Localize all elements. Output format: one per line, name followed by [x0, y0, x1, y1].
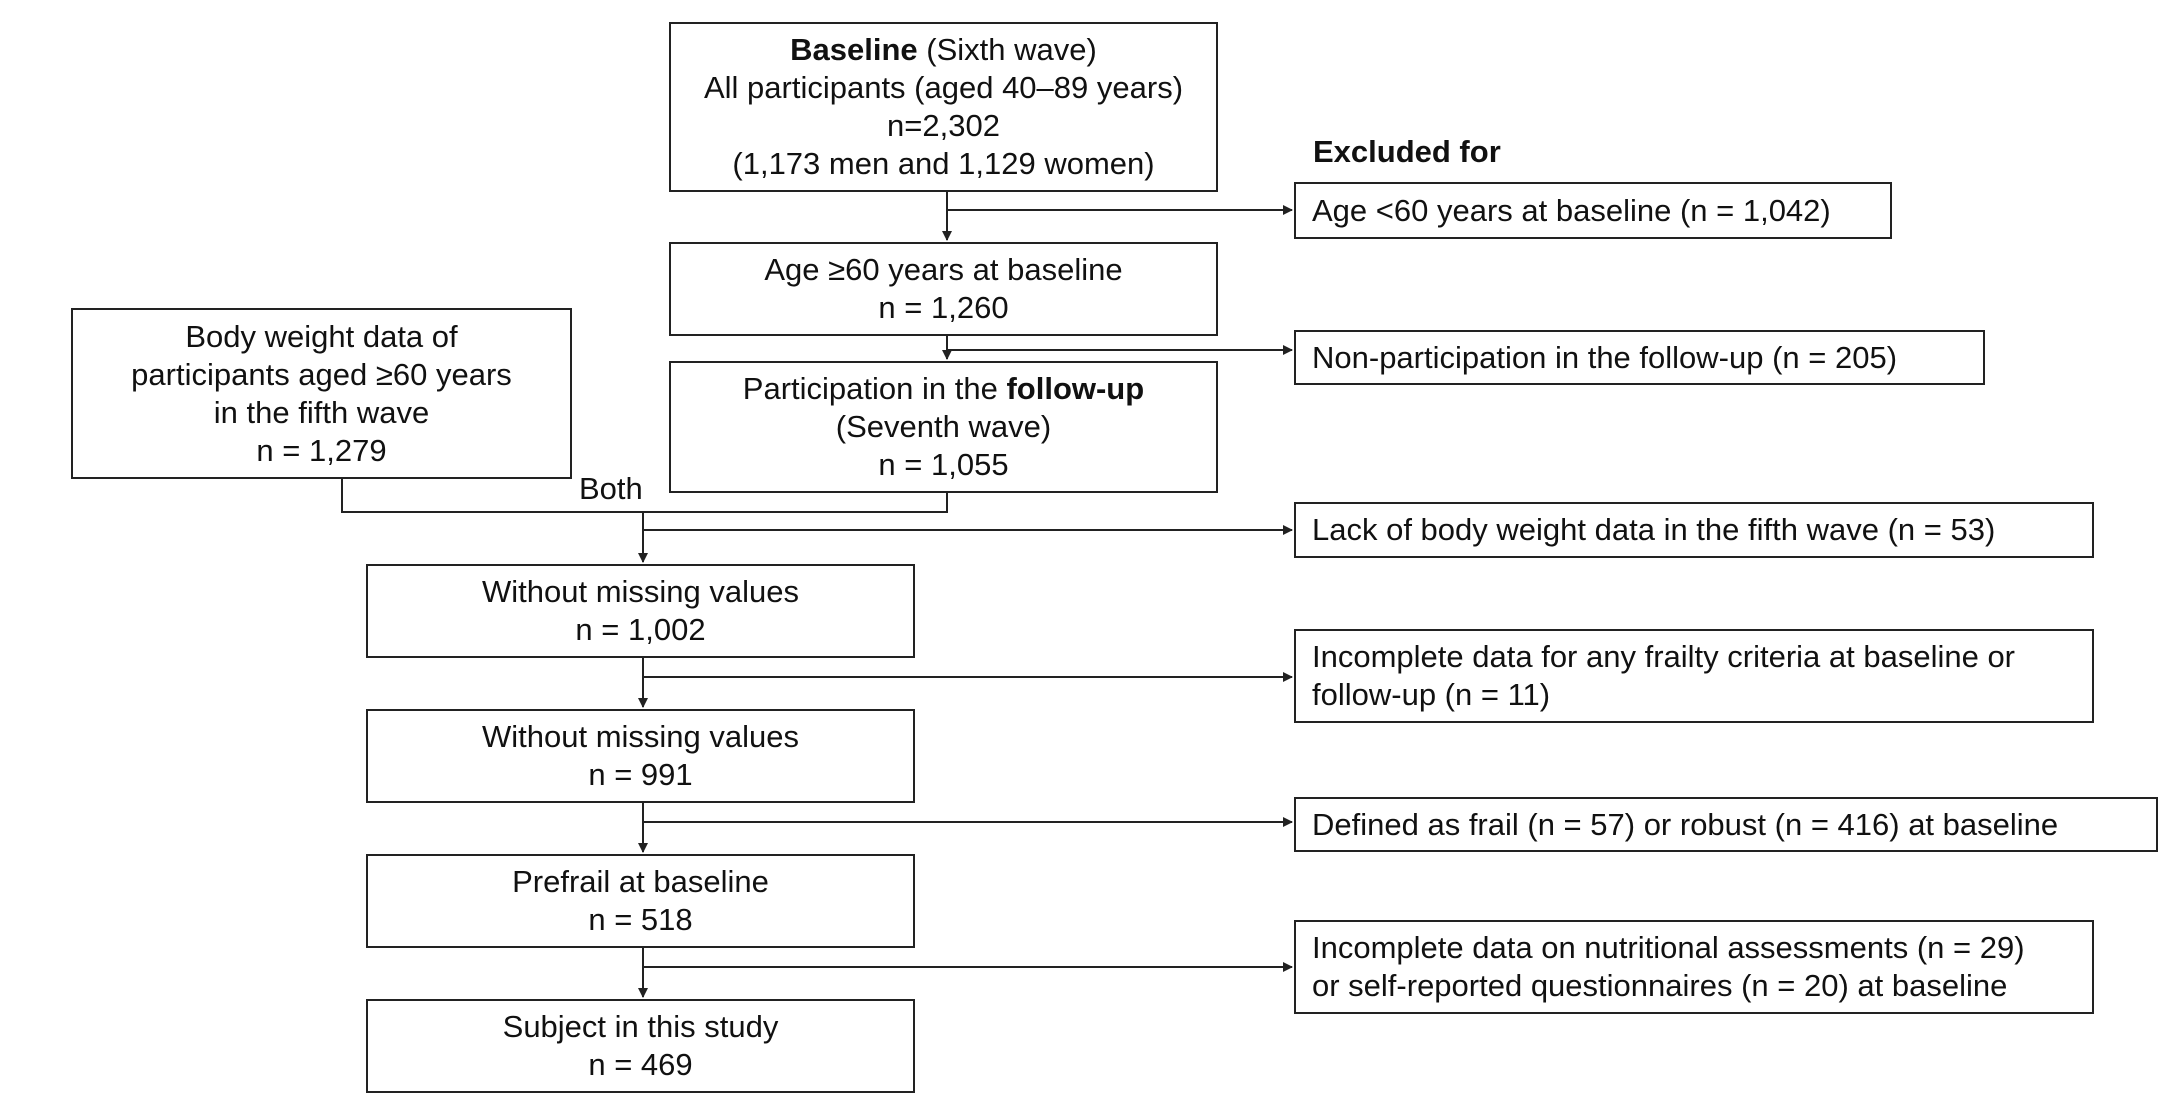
excl-lack-body-weight-text: Lack of body weight data in the fifth wa…	[1312, 512, 1996, 547]
followup-box: Participation in the follow-up (Seventh …	[669, 361, 1218, 493]
excl-incomplete-nutrition-line1: Incomplete data on nutritional assessmen…	[1312, 930, 2025, 965]
without-missing-box-1: Without missing values n = 1,002	[366, 564, 915, 658]
without-missing-1-label: Without missing values	[481, 574, 799, 609]
fifth-wave-line3: in the fifth wave	[213, 394, 430, 430]
excl-age-under-60-box: Age <60 years at baseline (n = 1,042)	[1294, 182, 1892, 239]
baseline-title-rest: (Sixth wave)	[917, 32, 1097, 67]
followup-title: Participation in the follow-up	[743, 370, 1144, 408]
excl-lack-body-weight-box: Lack of body weight data in the fifth wa…	[1294, 502, 2094, 558]
prefrail-count: n = 518	[588, 902, 693, 937]
excl-incomplete-nutrition-line2: or self-reported questionnaires (n = 20)…	[1312, 968, 2008, 1003]
excl-incomplete-nutrition-box: Incomplete data on nutritional assessmen…	[1294, 920, 2094, 1014]
baseline-sex-split: (1,173 men and 1,129 women)	[732, 146, 1155, 181]
excl-frail-robust-text: Defined as frail (n = 57) or robust (n =…	[1312, 806, 2059, 842]
age60-count: n = 1,260	[878, 290, 1009, 325]
excluded-header: Excluded for	[1313, 134, 1501, 169]
baseline-title: Baseline (Sixth wave)	[790, 31, 1097, 69]
followup-title-pre: Participation in the	[742, 371, 1007, 406]
baseline-line2: All participants (aged 40–89 years)	[703, 70, 1184, 105]
fifth-wave-line1: Body weight data of	[185, 318, 458, 354]
subject-box: Subject in this study n = 469	[366, 999, 915, 1093]
followup-count: n = 1,055	[878, 447, 1009, 482]
excl-non-participation-text: Non-participation in the follow-up (n = …	[1312, 339, 1898, 375]
followup-title-bold: follow-up	[1006, 371, 1145, 406]
both-label: Both	[579, 471, 643, 506]
baseline-count: n=2,302	[887, 108, 1000, 143]
fifth-wave-box: Body weight data of participants aged ≥6…	[71, 308, 572, 479]
baseline-box: Baseline (Sixth wave) All participants (…	[669, 22, 1218, 192]
fifth-wave-line2: participants aged ≥60 years	[131, 356, 512, 392]
age60-box: Age ≥60 years at baseline n = 1,260	[669, 242, 1218, 336]
fifth-wave-count: n = 1,279	[256, 432, 387, 468]
subject-count: n = 469	[588, 1047, 693, 1082]
without-missing-1-count: n = 1,002	[575, 612, 706, 647]
both-bracket	[341, 479, 948, 513]
baseline-title-bold: Baseline	[790, 32, 918, 67]
prefrail-box: Prefrail at baseline n = 518	[366, 854, 915, 948]
excl-incomplete-frailty-line2: follow-up (n = 11)	[1312, 677, 1551, 712]
without-missing-box-2: Without missing values n = 991	[366, 709, 915, 803]
excl-incomplete-frailty-line1: Incomplete data for any frailty criteria…	[1312, 639, 2016, 674]
prefrail-label: Prefrail at baseline	[512, 864, 769, 899]
followup-wave: (Seventh wave)	[835, 409, 1052, 444]
without-missing-2-label: Without missing values	[481, 719, 799, 754]
subject-label: Subject in this study	[502, 1009, 779, 1044]
without-missing-2-count: n = 991	[588, 757, 693, 792]
excl-non-participation-box: Non-participation in the follow-up (n = …	[1294, 330, 1985, 385]
excl-frail-robust-box: Defined as frail (n = 57) or robust (n =…	[1294, 797, 2158, 852]
excl-age-under-60-text: Age <60 years at baseline (n = 1,042)	[1312, 192, 1831, 228]
age60-label: Age ≥60 years at baseline	[764, 252, 1123, 287]
excl-incomplete-frailty-box: Incomplete data for any frailty criteria…	[1294, 629, 2094, 723]
